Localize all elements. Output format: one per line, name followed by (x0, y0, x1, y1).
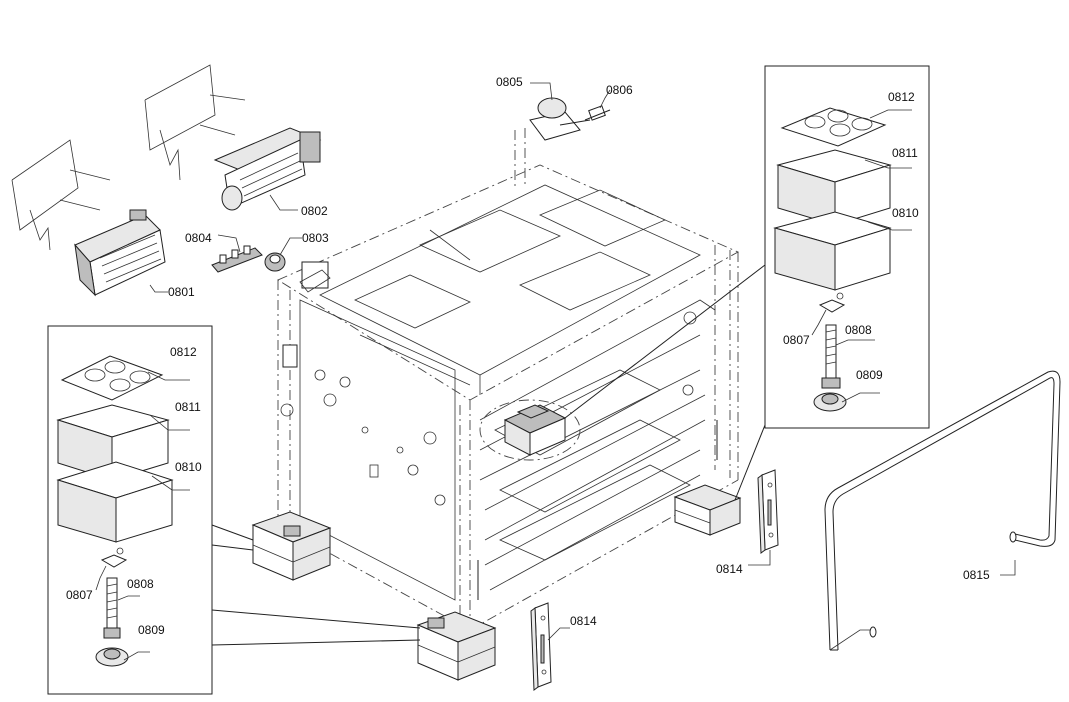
detail-box-right (564, 65, 930, 501)
label-0807-right: 0807 (783, 333, 810, 347)
label-0809-right: 0809 (856, 368, 883, 382)
label-0815: 0815 (963, 568, 990, 582)
label-0810-right: 0810 (892, 206, 919, 220)
oven-cabinet-frame (277, 128, 740, 631)
foot-block-rear-right (673, 484, 742, 536)
label-0801: 0801 (168, 285, 195, 299)
label-0814-left: 0814 (570, 614, 597, 628)
fan-assembly-0802 (144, 64, 322, 211)
detail-box-left (47, 325, 421, 695)
bracket-0805-area (299, 269, 331, 293)
label-0811-left: 0811 (175, 400, 201, 414)
switch-0803 (264, 252, 286, 272)
motor-0805 (529, 97, 591, 141)
handle-0815 (824, 370, 1061, 651)
label-0812-right: 0812 (888, 90, 915, 104)
label-0807-left: 0807 (66, 588, 93, 602)
hinge-plate-0814-left (530, 602, 570, 691)
transformer-part (503, 404, 567, 456)
part-labels: 0801 0802 0804 0803 0805 0806 0812 0811 … (66, 75, 990, 637)
label-0804: 0804 (185, 231, 212, 245)
label-0812-left: 0812 (170, 345, 197, 359)
sensor-0806 (584, 105, 611, 121)
label-0810-left: 0810 (175, 460, 202, 474)
hinge-plate-0814-right (748, 469, 779, 566)
label-0808-right: 0808 (845, 323, 872, 337)
fan-assembly-0801 (11, 139, 166, 297)
leader-lines (149, 82, 611, 293)
label-0803: 0803 (302, 231, 329, 245)
foot-block-front-center (416, 611, 497, 681)
label-0808-left: 0808 (127, 577, 154, 591)
label-0802: 0802 (301, 204, 328, 218)
label-0811-right: 0811 (892, 146, 918, 160)
label-0809-left: 0809 (138, 623, 165, 637)
label-0805: 0805 (496, 75, 523, 89)
label-0806: 0806 (606, 83, 633, 97)
foot-block-front-left (251, 511, 332, 581)
terminal-block-0804 (211, 245, 263, 273)
label-0814-right: 0814 (716, 562, 743, 576)
